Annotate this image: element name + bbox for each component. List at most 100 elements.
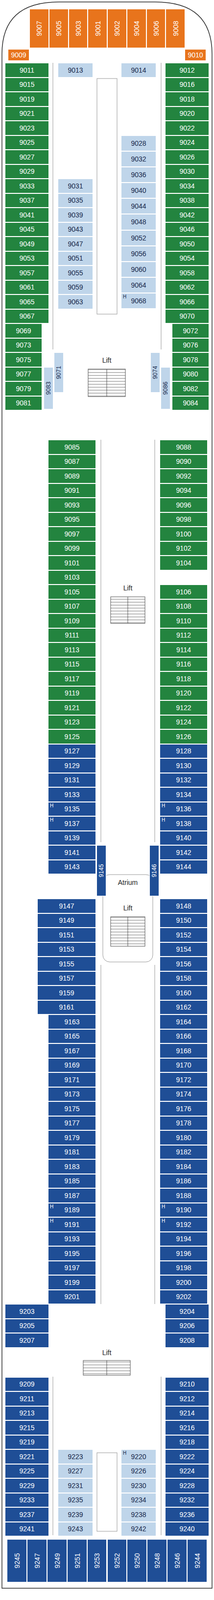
cabin-number: 9070 (179, 311, 195, 320)
cabin-number: 9090 (175, 456, 191, 465)
cabin-box: 9012 (165, 62, 210, 78)
cabin-box: 9246 (166, 1535, 188, 1579)
cabin-number: 9239 (67, 1507, 83, 1516)
cabin-number: 9013 (67, 66, 83, 74)
cabin-box: 9090 (159, 453, 208, 469)
cabin-number: 9121 (64, 702, 80, 711)
cabin-box: 9021 (4, 106, 49, 121)
cabin-box: 9146 (149, 843, 160, 895)
cabin-box: 9137H (47, 814, 96, 830)
cabin-number: 9066 (179, 297, 195, 306)
cabin-number: 9197 (64, 1260, 80, 1269)
cabin-number: 9228 (179, 1478, 195, 1487)
cabin-number: 9082 (182, 383, 198, 392)
cabin-box: 9108 (159, 597, 208, 613)
cabin-box: 9225 (4, 1460, 49, 1476)
cabin-box: 9244 (187, 1535, 208, 1579)
cabin-number: 9124 (175, 716, 191, 725)
cabin-box: 9251 (67, 1535, 88, 1579)
cabin-box: 9106 (159, 583, 208, 598)
cabin-number: 9233 (19, 1492, 35, 1501)
cabin-number: 9132 (175, 774, 191, 783)
cabin-box: 9068H (120, 292, 157, 309)
cabin-box: 9031 (57, 178, 94, 193)
cabin-number: 9155 (58, 957, 74, 966)
cabin-number: 9216 (179, 1420, 195, 1429)
cabin-box: 9034 (165, 178, 210, 193)
cabin-box: 9037 (4, 192, 49, 208)
cabin-number: 9188 (175, 1188, 191, 1197)
cabin-box: 9092 (159, 467, 208, 483)
cabin-number: 9011 (19, 66, 35, 74)
cabin-number: 9173 (64, 1087, 80, 1096)
cabin-number: 9133 (64, 788, 80, 797)
cabin-number: 9210 (179, 1377, 195, 1385)
cabin-number: 9037 (19, 195, 35, 204)
cabin-number: 9085 (64, 442, 80, 451)
cabin-box: 9245 (6, 1535, 27, 1579)
cabin-box: 9144 (159, 857, 208, 873)
cabin-number: 9171 (64, 1073, 80, 1082)
cabin-box: 9241 (4, 1518, 49, 1534)
cabin-number: 9203 (19, 1304, 35, 1313)
cabin-box: 9035 (57, 192, 94, 208)
cabin-number: 9180 (175, 1131, 191, 1140)
cabin-number: 9245 (12, 1549, 21, 1565)
cabin-number: 9249 (52, 1549, 61, 1565)
cabin-number: 9111 (64, 629, 79, 638)
cabin-box: 9044 (120, 197, 157, 214)
cabin-box: 9214 (165, 1402, 210, 1418)
cabin-box: 9191H (47, 1214, 96, 1230)
cabin-number: 9079 (15, 383, 31, 392)
cabin-number: 9076 (182, 340, 198, 349)
cabin-number: 9212 (179, 1391, 195, 1400)
cabin-number: 9195 (64, 1246, 80, 1255)
cabin-number: 9226 (130, 1463, 146, 1472)
cabin-number: 9185 (64, 1174, 80, 1183)
cabin-number: 9248 (153, 1549, 162, 1565)
cabin-box: 9252 (107, 1535, 128, 1579)
cabin-box: 9027 (4, 149, 49, 165)
cabin-box: 9004 (126, 8, 147, 48)
cabin-box: 9067 (4, 308, 49, 324)
cabin-box: 9075 (4, 351, 43, 367)
cabin-box: 9155 (37, 954, 96, 970)
cabin-box: 9096 (159, 496, 208, 512)
cabin-number: 9036 (130, 170, 146, 179)
cabin-box: 9243 (57, 1518, 94, 1534)
cabin-box: 9170 (159, 1055, 208, 1071)
cabin-number: 9215 (19, 1420, 35, 1429)
cabin-box: 9118 (159, 669, 208, 685)
cabin-number: 9151 (58, 928, 74, 937)
cabin-box: 9150 (159, 911, 208, 927)
cabin-number: 9213 (19, 1405, 35, 1414)
cabin-number: 9100 (175, 528, 191, 537)
cabin-box: 9219 (4, 1431, 49, 1447)
cabin-box: 9202 (159, 1286, 208, 1302)
cabin-box: 9077 (4, 366, 43, 381)
cabin-box: 9223 (57, 1446, 94, 1461)
cabin-box: 9153 (37, 940, 96, 955)
cabin-box: 9180 (159, 1127, 208, 1143)
cabin-box: 9242 (120, 1518, 157, 1534)
cabin-number: 9052 (130, 233, 146, 242)
cabin-box: 9052 (120, 229, 157, 246)
cabin-number: 9088 (175, 442, 191, 451)
cabin-number: 9222 (179, 1449, 195, 1458)
cabin-number: 9109 (64, 615, 80, 624)
cabin-number: 9113 (64, 644, 80, 653)
cabin-number: 9077 (15, 369, 31, 378)
cabin-box: 9136H (159, 800, 208, 815)
cabin-number: 9045 (19, 224, 35, 233)
cabin-number: 9075 (15, 355, 31, 363)
cabin-box: 9172 (159, 1070, 208, 1085)
cabin-box: 9250 (126, 1535, 147, 1579)
cabin-box: 9056 (120, 245, 157, 262)
cabin-number: 9053 (19, 253, 35, 262)
accessible-mark: H (161, 815, 166, 821)
cabin-box: 9238 (120, 1503, 157, 1519)
cabin-box: 9026 (165, 149, 210, 165)
cabin-box: 9063 (57, 293, 94, 309)
cabin-number: 9172 (175, 1073, 191, 1082)
